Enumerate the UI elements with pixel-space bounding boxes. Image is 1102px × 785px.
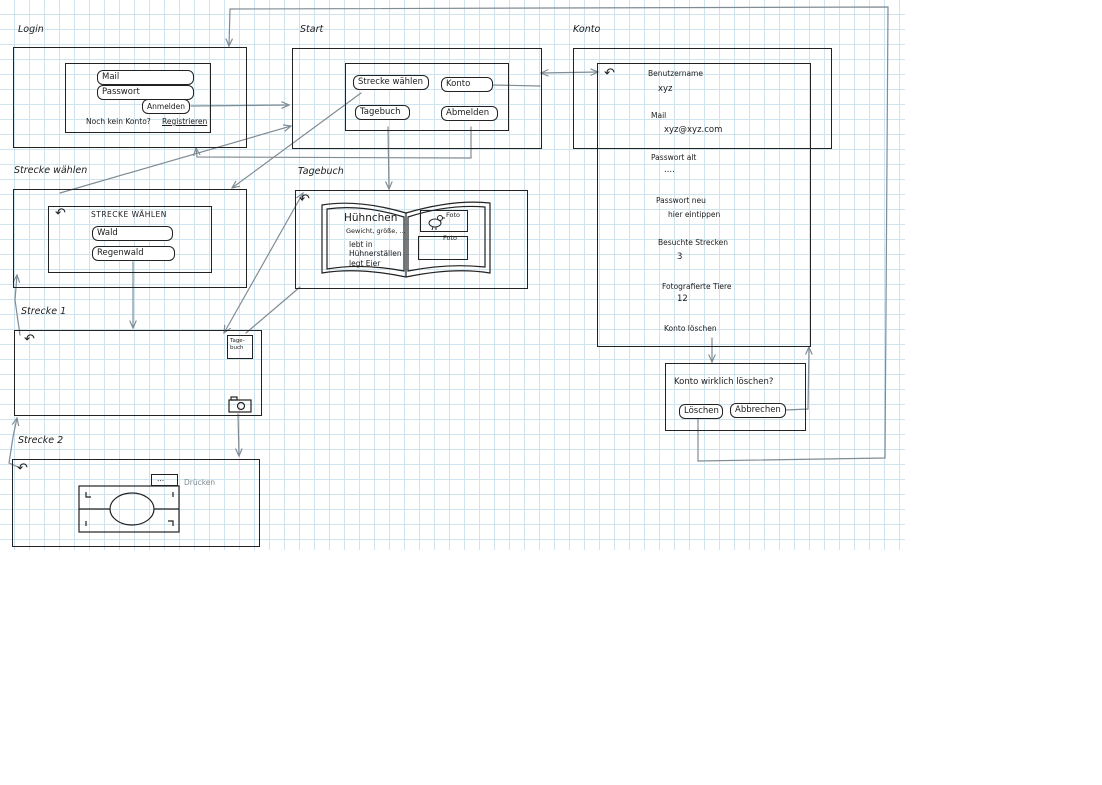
password-input[interactable]: Passwort [97, 85, 194, 100]
route2-title: Strecke 2 [18, 435, 64, 446]
choose-route-heading: STRECKE WÄHLEN [91, 210, 167, 219]
delete-account-link[interactable]: Konto löschen [664, 324, 717, 333]
bird-icon [428, 215, 445, 231]
account-screen [573, 48, 832, 149]
camera-viewfinder [78, 485, 180, 533]
diary-entry-title: Hühnchen [344, 212, 398, 224]
username-value: xyz [658, 84, 673, 94]
visited-routes-value: 3 [677, 252, 683, 262]
diary-entry-line1: Gewicht, größe, ... [346, 227, 406, 235]
account-button[interactable]: Konto [441, 77, 493, 92]
diary-button[interactable]: Tagebuch [355, 105, 410, 120]
diary-shortcut-icon[interactable] [227, 335, 253, 359]
login-screen [13, 47, 247, 148]
back-arrow-icon[interactable]: ↶ [17, 461, 28, 476]
old-password-label: Passwort alt [651, 153, 697, 162]
mail-label: Mail [651, 111, 667, 120]
old-password-value[interactable]: .... [664, 165, 675, 175]
delete-dialog [665, 363, 806, 431]
diary-screen [295, 190, 528, 289]
diary-entry-line4: legt Eier [349, 259, 381, 268]
mail-value[interactable]: xyz@xyz.com [664, 125, 723, 135]
diary-photo-2 [418, 236, 468, 260]
back-arrow-icon[interactable]: ↶ [604, 66, 615, 81]
back-arrow-icon[interactable]: ↶ [24, 332, 35, 347]
route1-title: Strecke 1 [21, 306, 67, 317]
start-device [345, 63, 509, 131]
register-link[interactable]: Registrieren [162, 117, 208, 126]
account-device [597, 63, 811, 347]
start-title: Start [300, 24, 324, 35]
start-screen [292, 48, 542, 149]
diary-title: Tagebuch [298, 166, 344, 177]
login-button[interactable]: Anmelden [142, 99, 190, 114]
diary-photo-1-label: Foto [446, 211, 461, 219]
back-arrow-icon[interactable]: ↶ [55, 206, 66, 221]
new-password-value[interactable]: hier eintippen [668, 210, 721, 219]
choose-route-screen [13, 189, 247, 288]
confirm-delete-button[interactable]: Löschen [679, 404, 723, 419]
back-arrow-icon[interactable]: ↶ [299, 192, 310, 207]
press-hint: Drücken [184, 478, 216, 487]
register-prompt: Noch kein Konto? [86, 117, 151, 126]
choose-route-device [48, 206, 212, 273]
route1-screen [14, 330, 262, 416]
route2-screen [12, 459, 260, 547]
mail-input[interactable]: Mail [97, 70, 194, 85]
visited-routes-label: Besuchte Strecken [658, 238, 729, 247]
diary-photo-2-label: Foto [443, 234, 458, 242]
choose-route-title: Strecke wählen [14, 165, 88, 176]
username-label: Benutzername [648, 69, 703, 78]
login-device [65, 63, 211, 133]
new-password-label: Passwort neu [656, 196, 706, 205]
diary-entry-line3: Hühnerställen [349, 249, 402, 258]
delete-question: Konto wirklich löschen? [674, 377, 774, 387]
logout-button[interactable]: Abmelden [441, 106, 498, 121]
diary-shortcut-label: Tage-buch [230, 338, 245, 351]
photographed-animals-label: Fotografierte Tiere [662, 282, 732, 291]
camera-icon[interactable] [228, 396, 252, 413]
diary-entry-line2: lebt in [349, 240, 373, 249]
route-option-forest[interactable]: Wald [92, 226, 173, 241]
account-title: Konto [573, 24, 601, 35]
choose-route-button[interactable]: Strecke wählen [353, 75, 429, 90]
login-title: Login [18, 24, 44, 35]
cancel-delete-button[interactable]: Abbrechen [730, 403, 786, 418]
diary-photo-1 [420, 210, 468, 232]
route-option-rainforest[interactable]: Regenwald [92, 246, 175, 261]
photographed-animals-value: 12 [677, 294, 688, 304]
shutter-icon[interactable] [151, 474, 178, 486]
